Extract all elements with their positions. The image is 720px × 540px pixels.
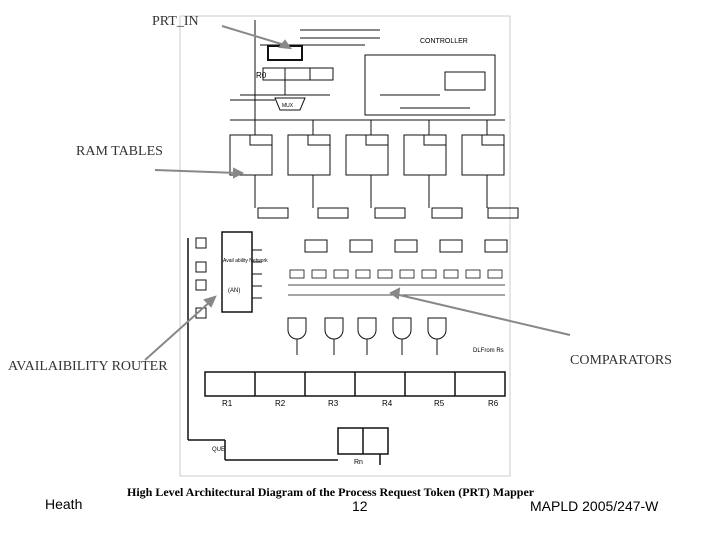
ram-tables-callout: RAM TABLES xyxy=(76,144,163,159)
diagram-page xyxy=(179,15,511,477)
availability-network-label: Avail ability Network xyxy=(223,258,268,264)
rn-register xyxy=(224,427,389,465)
mux-block xyxy=(230,97,306,111)
rd-label-4: R4 xyxy=(382,399,393,408)
rd-register-row xyxy=(204,371,506,397)
n-registers xyxy=(254,175,519,219)
callout-arrows xyxy=(144,25,571,361)
rn-label: Rn xyxy=(354,459,363,466)
rd-label-5: R5 xyxy=(434,399,445,408)
rd-label-1: R1 xyxy=(222,399,233,408)
rd-label-2: R2 xyxy=(275,399,286,408)
footer-author: Heath xyxy=(45,496,83,512)
footer-page-number: 12 xyxy=(352,498,368,514)
comparator-rows xyxy=(288,269,505,296)
ar-blocks xyxy=(304,239,508,253)
footer-conference: MAPLD 2005/247-W xyxy=(530,498,659,514)
availability-network xyxy=(187,231,262,441)
controller-block xyxy=(254,20,496,135)
prt-in-callout: PRT_IN xyxy=(152,14,199,29)
r0-label: R0 xyxy=(256,71,267,80)
availability-router-arrow xyxy=(144,299,213,361)
an-tag: (AN) xyxy=(228,288,240,294)
mux-label: MUX xyxy=(282,103,294,109)
controller-label: CONTROLLER xyxy=(420,38,468,45)
rd-label-6: R6 xyxy=(488,399,499,408)
queue-label: QUE xyxy=(212,447,225,453)
prt-in-arrow xyxy=(221,25,289,47)
dl-from-label: DLFrom Rs xyxy=(473,348,504,354)
comparators-arrow xyxy=(394,293,571,336)
rd-label-3: R3 xyxy=(328,399,339,408)
comparators-callout: COMPARATORS xyxy=(570,353,672,368)
and-gates xyxy=(287,317,447,355)
footer-caption: High Level Architectural Diagram of the … xyxy=(127,485,535,499)
availability-router-callout: AVAILAIBILITY ROUTER xyxy=(8,359,168,374)
ram-tables xyxy=(229,119,505,176)
ram-tables-arrow xyxy=(154,169,239,174)
